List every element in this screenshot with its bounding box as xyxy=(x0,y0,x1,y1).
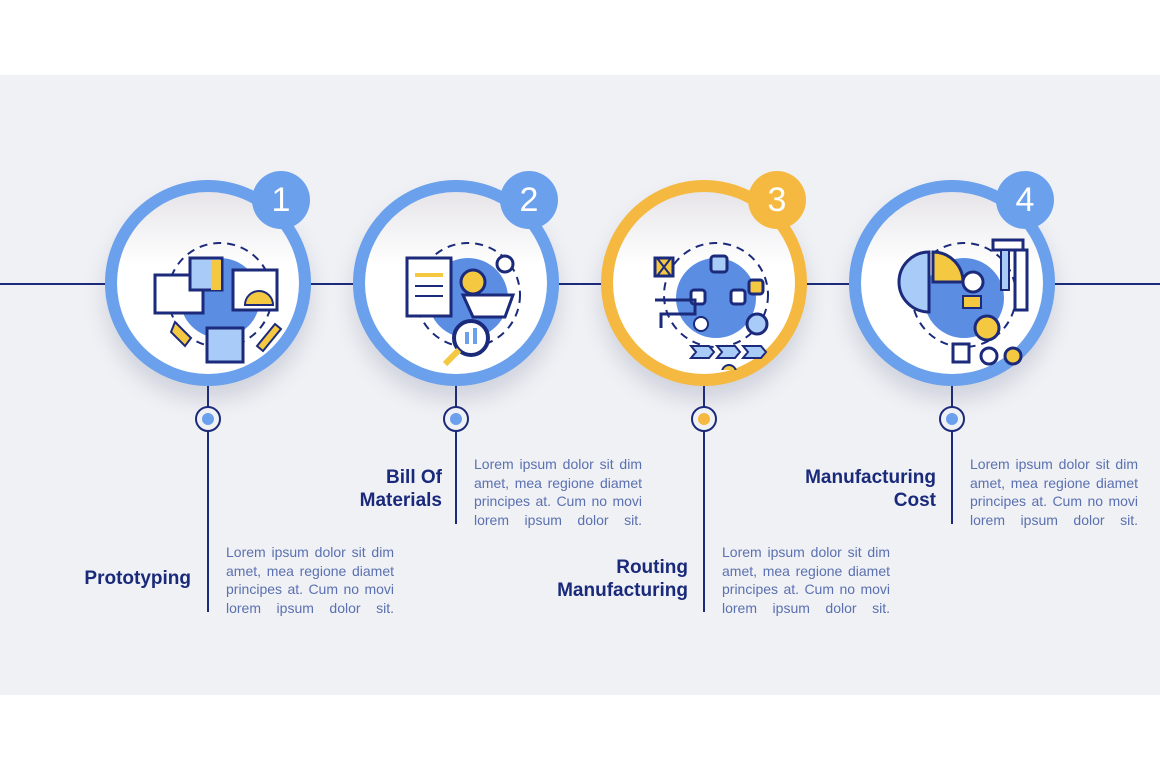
step-description: Lorem ipsum dolor sit dim amet, mea regi… xyxy=(474,456,642,529)
step-title: Bill Of Materials xyxy=(359,467,442,511)
step-title: Manufacturing Cost xyxy=(805,467,936,511)
step-connector xyxy=(703,383,705,612)
step-description: Lorem ipsum dolor sit dim amet, mea regi… xyxy=(722,544,890,617)
cost-icon xyxy=(897,238,1029,366)
timeline-node xyxy=(443,406,469,432)
timeline-node xyxy=(195,406,221,432)
routing-icon xyxy=(653,242,769,370)
step-title: Routing Manufacturing xyxy=(557,557,688,601)
step-circle xyxy=(353,180,559,386)
step-description: Lorem ipsum dolor sit dim amet, mea regi… xyxy=(226,544,394,617)
step-number-badge: 3 xyxy=(748,171,806,229)
timeline-node xyxy=(939,406,965,432)
step-description: Lorem ipsum dolor sit dim amet, mea regi… xyxy=(970,456,1138,529)
step-number-badge: 2 xyxy=(500,171,558,229)
step-circle xyxy=(601,180,807,386)
step-number-badge: 4 xyxy=(996,171,1054,229)
step-number-badge: 1 xyxy=(252,171,310,229)
prototyping-icon xyxy=(153,242,283,364)
step-circle xyxy=(849,180,1055,386)
step-circle xyxy=(105,180,311,386)
step-connector xyxy=(207,383,209,612)
bill-of-materials-icon xyxy=(405,242,521,367)
step-title: Prototyping xyxy=(84,568,191,589)
step-connector xyxy=(951,383,953,524)
step-connector xyxy=(455,383,457,524)
timeline-node xyxy=(691,406,717,432)
infographic-background xyxy=(0,75,1160,695)
timeline-line xyxy=(0,283,1160,285)
